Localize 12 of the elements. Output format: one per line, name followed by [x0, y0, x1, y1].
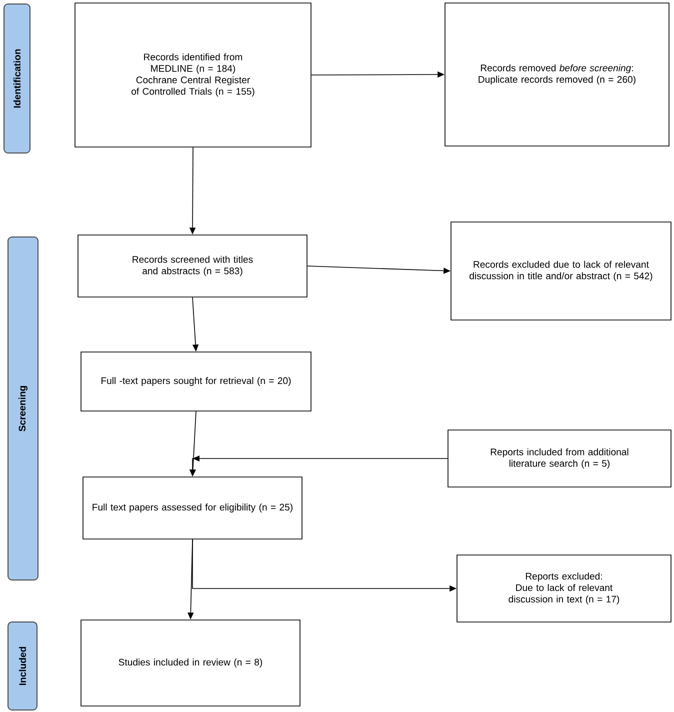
- process-box: Reports included from additional literature search (n = 5): [448, 430, 672, 488]
- process-box: Records screened with titles and abstracts (n = 583): [78, 234, 308, 298]
- process-box: Records identified from MEDLINE (n = 184) Cochrane Central Register of Controlled Trials (n = 155): [74, 2, 312, 148]
- process-box: Records excluded due to lack of relevant discussion in title and/or abstract (n = 542): [450, 222, 672, 320]
- phase-label: Included: [8, 622, 38, 710]
- phase-label: Identification: [4, 4, 30, 154]
- process-box: Studies included in review (n = 8): [80, 620, 300, 706]
- process-box: Full -text papers sought for retrieval (n = 20): [80, 352, 312, 412]
- process-box: Reports excluded: Due to lack of relevant discussion in text (n = 17): [456, 554, 672, 622]
- phase-label: Screening: [8, 236, 38, 580]
- process-box: Records removed before screening: Duplicate records removed (n = 260): [444, 2, 670, 146]
- process-box: Full text papers assessed for eligibility (n = 25): [82, 476, 302, 540]
